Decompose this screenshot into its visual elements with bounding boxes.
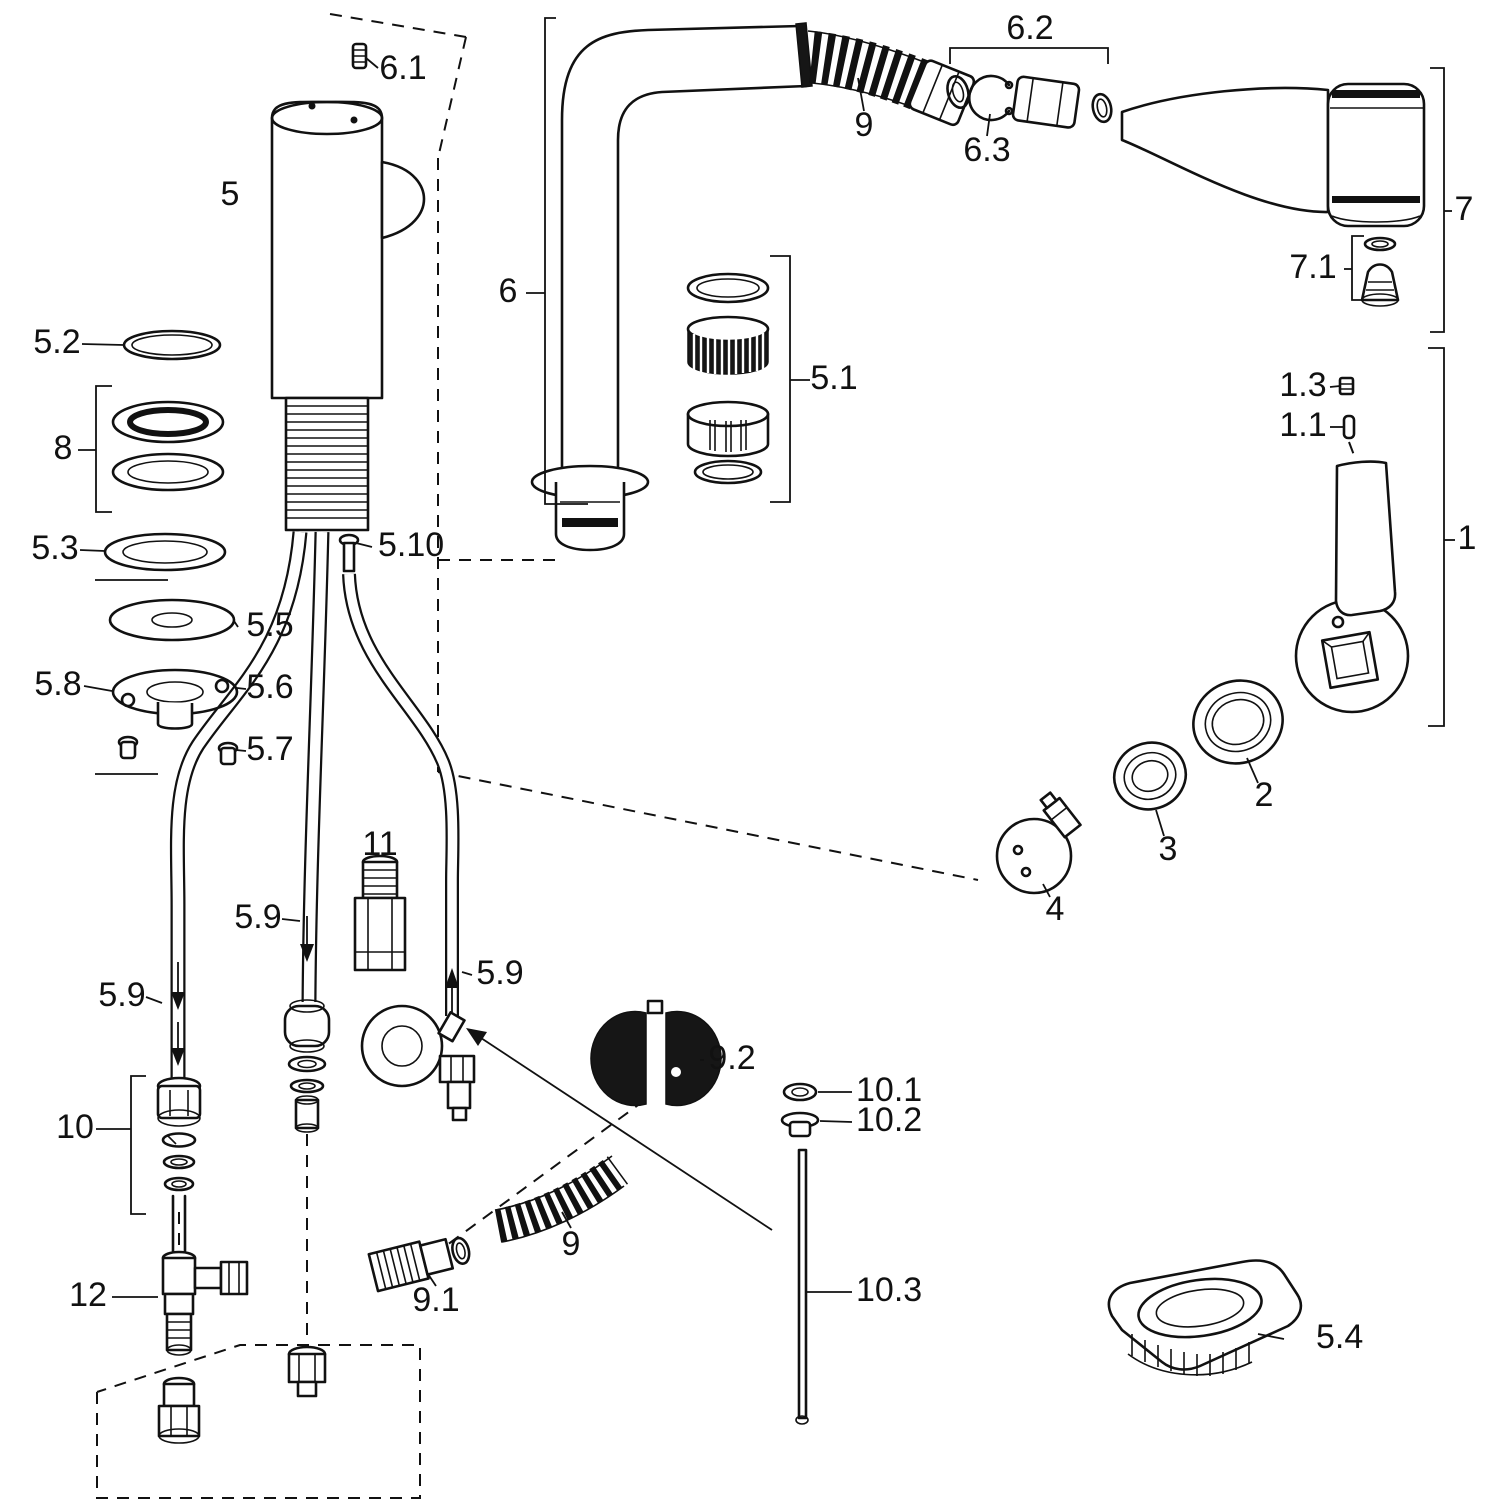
leader-lines	[78, 57, 1455, 1340]
part-8-ring-b	[111, 452, 225, 492]
label-10-3: 10.3	[856, 1271, 922, 1309]
label-5-3: 5.3	[31, 529, 78, 567]
label-1-1: 1.1	[1279, 406, 1326, 444]
part-10-1-washer	[782, 1082, 818, 1102]
label-10-1: 10.1	[856, 1071, 922, 1109]
label-3: 3	[1159, 830, 1178, 868]
middle-connector-stack	[283, 999, 331, 1133]
part-4-valve	[995, 791, 1082, 895]
label-5-4: 5.4	[1316, 1318, 1363, 1356]
part-7-1-aerator	[1360, 236, 1400, 307]
label-10: 10	[56, 1108, 94, 1146]
label-5-6: 5.6	[246, 668, 293, 706]
part-2-ring	[1192, 679, 1284, 765]
part-10-2-nut	[780, 1111, 820, 1138]
part-11-fitting	[353, 854, 407, 972]
handle-lever	[1334, 460, 1397, 617]
part-5-10-fitting	[338, 533, 360, 573]
label-5-7: 5.7	[246, 730, 293, 768]
part-8-ring-a	[111, 400, 225, 444]
part-9-1-coupling	[367, 1236, 471, 1293]
label-5-9-mid: 5.9	[234, 898, 281, 936]
construction-lines	[96, 13, 1358, 1499]
part-6-1-screw	[351, 42, 368, 70]
label-6-2: 6.2	[1006, 9, 1053, 47]
label-5-1: 5.1	[810, 359, 857, 397]
part-labels: 6.1 5 6 9 6.2 6.3 7 7.1 5.1 1.3 1.1 1 5.…	[31, 9, 1476, 1356]
label-10-2: 10.2	[856, 1101, 922, 1139]
part-12-t-fitting	[161, 1250, 249, 1356]
label-5-9-left: 5.9	[98, 976, 145, 1014]
label-12: 12	[69, 1276, 107, 1314]
part-1-3-screw	[1338, 376, 1355, 396]
label-6: 6	[499, 272, 518, 310]
bottom-fittings	[157, 1345, 327, 1444]
label-1-3: 1.3	[1279, 366, 1326, 404]
wall-mount-assembly	[360, 1004, 476, 1122]
label-7: 7	[1455, 190, 1474, 228]
part-5-3-ring	[103, 532, 227, 572]
left-seal-stack	[95, 329, 239, 775]
part-6-2-group	[946, 74, 1113, 129]
part-7-spray-head	[1120, 82, 1426, 228]
brackets	[95, 17, 1445, 1215]
label-1: 1	[1458, 519, 1477, 557]
part-3-ring	[1112, 741, 1188, 811]
part-6-3-snap-ring	[968, 74, 1011, 122]
flow-arrows	[171, 916, 459, 1066]
label-2: 2	[1255, 776, 1274, 814]
label-4: 4	[1046, 890, 1065, 928]
label-5-5: 5.5	[246, 606, 293, 644]
part-1-handle-group	[1294, 376, 1410, 714]
label-7-1: 7.1	[1289, 248, 1336, 286]
label-11: 11	[362, 825, 397, 863]
label-5-8: 5.8	[34, 665, 81, 703]
hose-pointer-line	[466, 1028, 773, 1231]
supply-hoses	[169, 531, 460, 1078]
part-10-stack	[156, 1076, 202, 1254]
part-10-3-rod	[795, 1148, 809, 1425]
label-5-9-right: 5.9	[476, 954, 523, 992]
label-9-top: 9	[855, 106, 874, 144]
part-6-spout	[530, 22, 813, 552]
label-9-2: 9.2	[708, 1039, 755, 1077]
part-9-2-hose-weight	[590, 999, 722, 1107]
part-9-hose-bottom	[494, 1155, 629, 1243]
label-9-bottom: 9	[562, 1225, 581, 1263]
label-5-2: 5.2	[33, 323, 80, 361]
part-5-5-washer	[108, 598, 236, 642]
label-6-3: 6.3	[963, 131, 1010, 169]
part-5-4-tool	[1107, 1259, 1303, 1376]
label-9-1: 9.1	[412, 1281, 459, 1319]
part-1-1-pin	[1342, 414, 1356, 440]
part-5-1-cartridge-group	[686, 272, 770, 485]
part-5-7-screws	[117, 735, 239, 766]
label-6-1: 6.1	[379, 49, 426, 87]
label-5-10: 5.10	[378, 526, 444, 564]
part-5-faucet-body	[270, 100, 426, 532]
label-5: 5	[221, 175, 240, 213]
label-8: 8	[54, 429, 73, 467]
